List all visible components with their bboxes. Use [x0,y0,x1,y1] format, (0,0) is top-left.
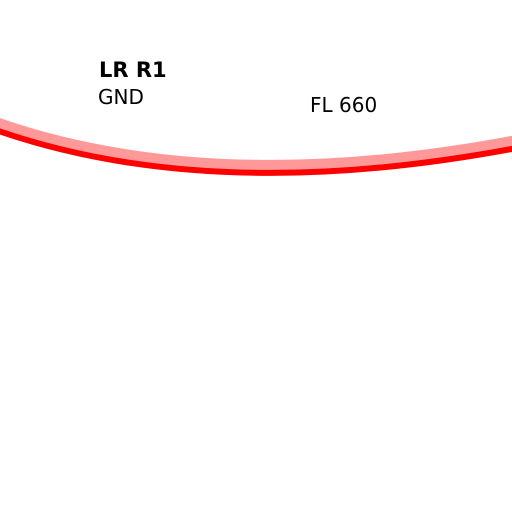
airspace-name: LR R1 [99,58,167,82]
lower-limit: GND [98,85,144,109]
boundary-line [0,128,512,176]
boundary-halo [0,118,512,172]
upper-limit: FL 660 [310,93,378,117]
